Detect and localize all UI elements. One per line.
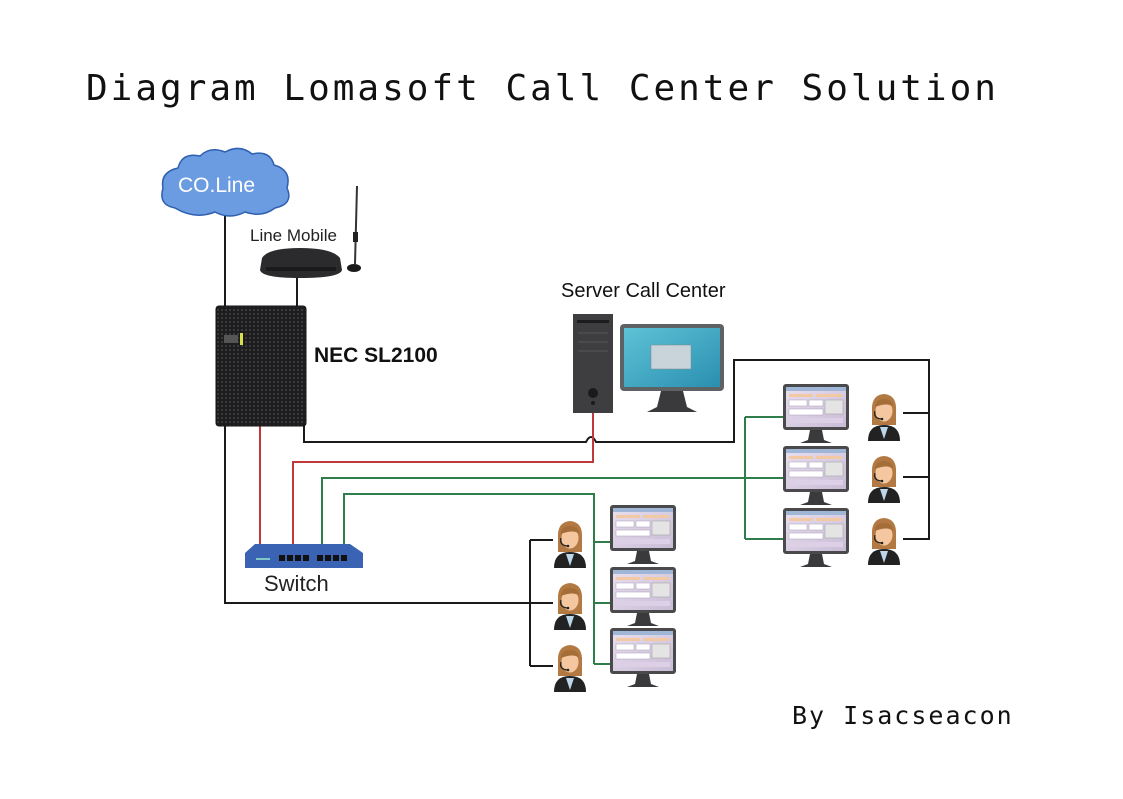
workstation-icon	[782, 383, 850, 444]
workstation-icon	[609, 566, 677, 627]
agent-headset-icon	[553, 520, 587, 569]
pbx-cabinet-icon	[215, 305, 307, 427]
server-computer-icon	[573, 314, 724, 413]
cable-switch-to-right-workstations	[321, 416, 785, 544]
agent-headset-icon	[553, 582, 587, 631]
pbx-label: NEC SL2100	[314, 344, 438, 367]
network-switch-icon	[245, 544, 363, 568]
agent-group-right	[782, 383, 901, 568]
agent-headset-icon	[867, 517, 901, 566]
switch-label: Switch	[264, 571, 329, 596]
agent-headset-icon	[867, 393, 901, 442]
cable-pbx-to-bottom-agents	[224, 424, 553, 667]
cable-switch-to-bottom-workstations	[343, 493, 612, 665]
server-label: Server Call Center	[561, 280, 726, 302]
workstation-icon	[782, 445, 850, 506]
red-cables	[259, 412, 594, 544]
agent-headset-icon	[553, 644, 587, 693]
gsm-gateway-icon	[260, 185, 361, 278]
author-credit: By Isacseacon	[792, 701, 1014, 730]
line-mobile-label: Line Mobile	[250, 226, 337, 245]
workstation-icon	[609, 504, 677, 565]
agent-group-bottom	[553, 504, 677, 693]
green-cables	[321, 416, 785, 665]
co-line-label: CO.Line	[178, 174, 256, 197]
cloud-icon	[161, 147, 290, 217]
diagram-title: Diagram Lomasoft Call Center Solution	[86, 68, 999, 109]
cable-switch-to-server	[292, 412, 594, 544]
agent-headset-icon	[867, 455, 901, 504]
workstation-icon	[609, 627, 677, 688]
workstation-icon	[782, 507, 850, 568]
